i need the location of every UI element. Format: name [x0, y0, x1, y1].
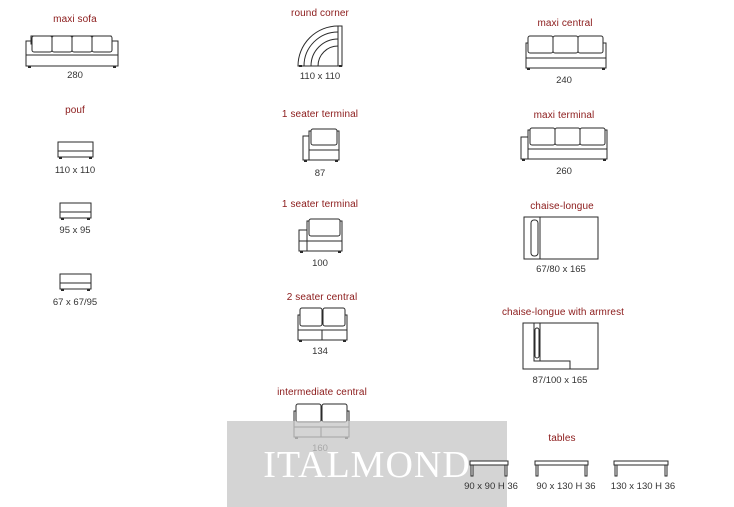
round-corner-dimension: 110 x 110 — [299, 71, 341, 82]
1-seater-terminal-100-dimension: 100 — [312, 258, 328, 269]
1-seater-terminal-87-title: 1 seater terminal — [281, 109, 359, 120]
table-90x90-drawing — [469, 460, 509, 477]
chaise-longue-armrest-drawing — [522, 322, 599, 370]
table-90x130-drawing — [534, 460, 589, 477]
round-corner-drawing — [297, 25, 343, 67]
watermark: ITALMOND — [227, 421, 507, 507]
pouf-medium-dimension: 95 x 95 — [59, 225, 91, 236]
1-seater-terminal-100-drawing — [298, 218, 344, 253]
2-seater-central-drawing — [297, 307, 348, 342]
table-130x130-drawing — [613, 460, 669, 477]
table-90x130-dimension: 90 x 130 H 36 — [536, 481, 596, 492]
1-seater-terminal-87-dimension: 87 — [314, 168, 326, 179]
maxi-sofa-title: maxi sofa — [53, 14, 97, 25]
pouf-small-drawing — [59, 273, 92, 291]
chaise-longue-drawing — [523, 216, 599, 260]
chaise-longue-title: chaise-longue — [530, 201, 594, 212]
pouf-large-dimension: 110 x 110 — [54, 165, 96, 176]
chaise-longue-armrest-title: chaise-longue with armrest — [501, 307, 625, 318]
maxi-sofa-dimension: 280 — [67, 70, 83, 81]
tables-title: tables — [548, 433, 576, 444]
pouf-small-dimension: 67 x 67/95 — [52, 297, 98, 308]
chaise-longue-dimension: 67/80 x 165 — [536, 264, 586, 275]
maxi-terminal-drawing — [520, 127, 608, 161]
maxi-central-dimension: 240 — [556, 75, 572, 86]
maxi-sofa-drawing — [25, 35, 119, 68]
intermediate-central-title: intermediate central — [277, 387, 367, 398]
maxi-central-drawing — [525, 35, 607, 70]
chaise-longue-armrest-dimension: 87/100 x 165 — [532, 375, 588, 386]
pouf-large-drawing — [57, 141, 94, 159]
table-90x90-dimension: 90 x 90 H 36 — [464, 481, 518, 492]
watermark-text: ITALMOND — [263, 444, 471, 486]
1-seater-terminal-100-title: 1 seater terminal — [281, 199, 359, 210]
2-seater-central-title: 2 seater central — [286, 292, 358, 303]
pouf-medium-drawing — [59, 202, 92, 220]
maxi-central-title: maxi central — [537, 18, 593, 29]
2-seater-central-dimension: 134 — [312, 346, 328, 357]
table-130x130-dimension: 130 x 130 H 36 — [610, 481, 676, 492]
maxi-terminal-title: maxi terminal — [533, 110, 595, 121]
1-seater-terminal-87-drawing — [302, 128, 340, 162]
round-corner-title: round corner — [291, 8, 349, 19]
pouf-title: pouf — [65, 105, 85, 116]
maxi-terminal-dimension: 260 — [556, 166, 572, 177]
